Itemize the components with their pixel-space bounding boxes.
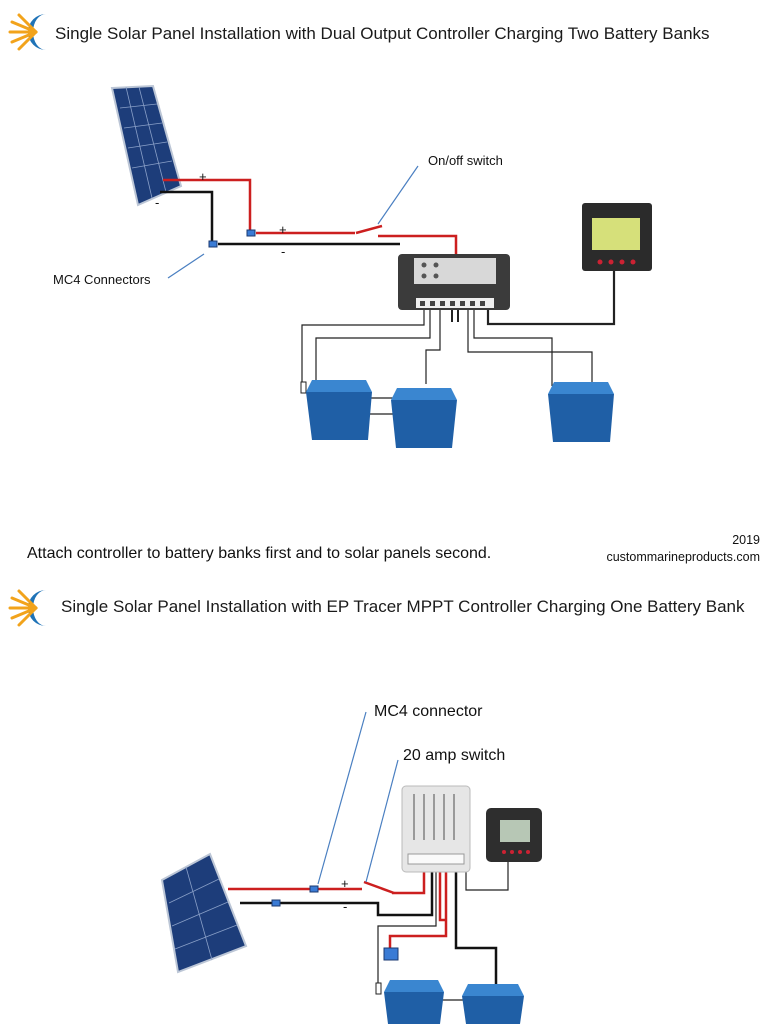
minus-label: - (281, 244, 286, 259)
mc4-connectors-label: MC4 Connectors (53, 272, 151, 287)
mc4-connector-label: MC4 connector (374, 703, 483, 720)
plus-label: + (341, 876, 349, 891)
sun-logo-icon (8, 589, 46, 627)
sun-logo-icon (8, 13, 46, 51)
wiring-diagram-1 (110, 84, 652, 448)
remote-meter-icon (486, 808, 542, 862)
switch-icon (355, 224, 383, 235)
battery-icon (548, 382, 614, 442)
solar-panel-icon (160, 852, 248, 974)
slide-1: Single Solar Panel Installation with Dua… (8, 13, 760, 564)
page-title: Single Solar Panel Installation with Dua… (55, 24, 710, 43)
mc4-connector-icon (309, 885, 319, 893)
switch-label: 20 amp switch (403, 747, 506, 764)
remote-meter-icon (582, 203, 652, 271)
year-label: 2019 (732, 533, 760, 547)
website-label: custommarineproducts.com (606, 550, 760, 564)
plus-label: + (199, 169, 207, 184)
solar-panel-icon (110, 84, 183, 207)
minus-label: - (343, 899, 348, 914)
switch-label: On/off switch (428, 153, 503, 168)
switch-icon (363, 880, 395, 895)
mc4-connector-icon (246, 229, 256, 237)
battery-icon (306, 380, 372, 440)
wiring-diagram-2 (160, 711, 542, 1024)
page-title: Single Solar Panel Installation with EP … (61, 597, 745, 616)
plus-label: + (279, 222, 287, 237)
charge-controller-icon (398, 254, 510, 310)
instruction-text: Attach controller to battery banks first… (27, 545, 492, 562)
slide-2: Single Solar Panel Installation with EP … (0, 580, 768, 1024)
battery-icon (462, 984, 524, 1024)
minus-label: - (155, 195, 160, 210)
charge-controller-icon (401, 785, 471, 873)
mc4-connector-icon (208, 240, 218, 248)
mc4-connector-icon (383, 947, 399, 961)
battery-icon (391, 388, 457, 448)
battery-icon (384, 980, 444, 1024)
mc4-connector-icon (271, 899, 281, 907)
